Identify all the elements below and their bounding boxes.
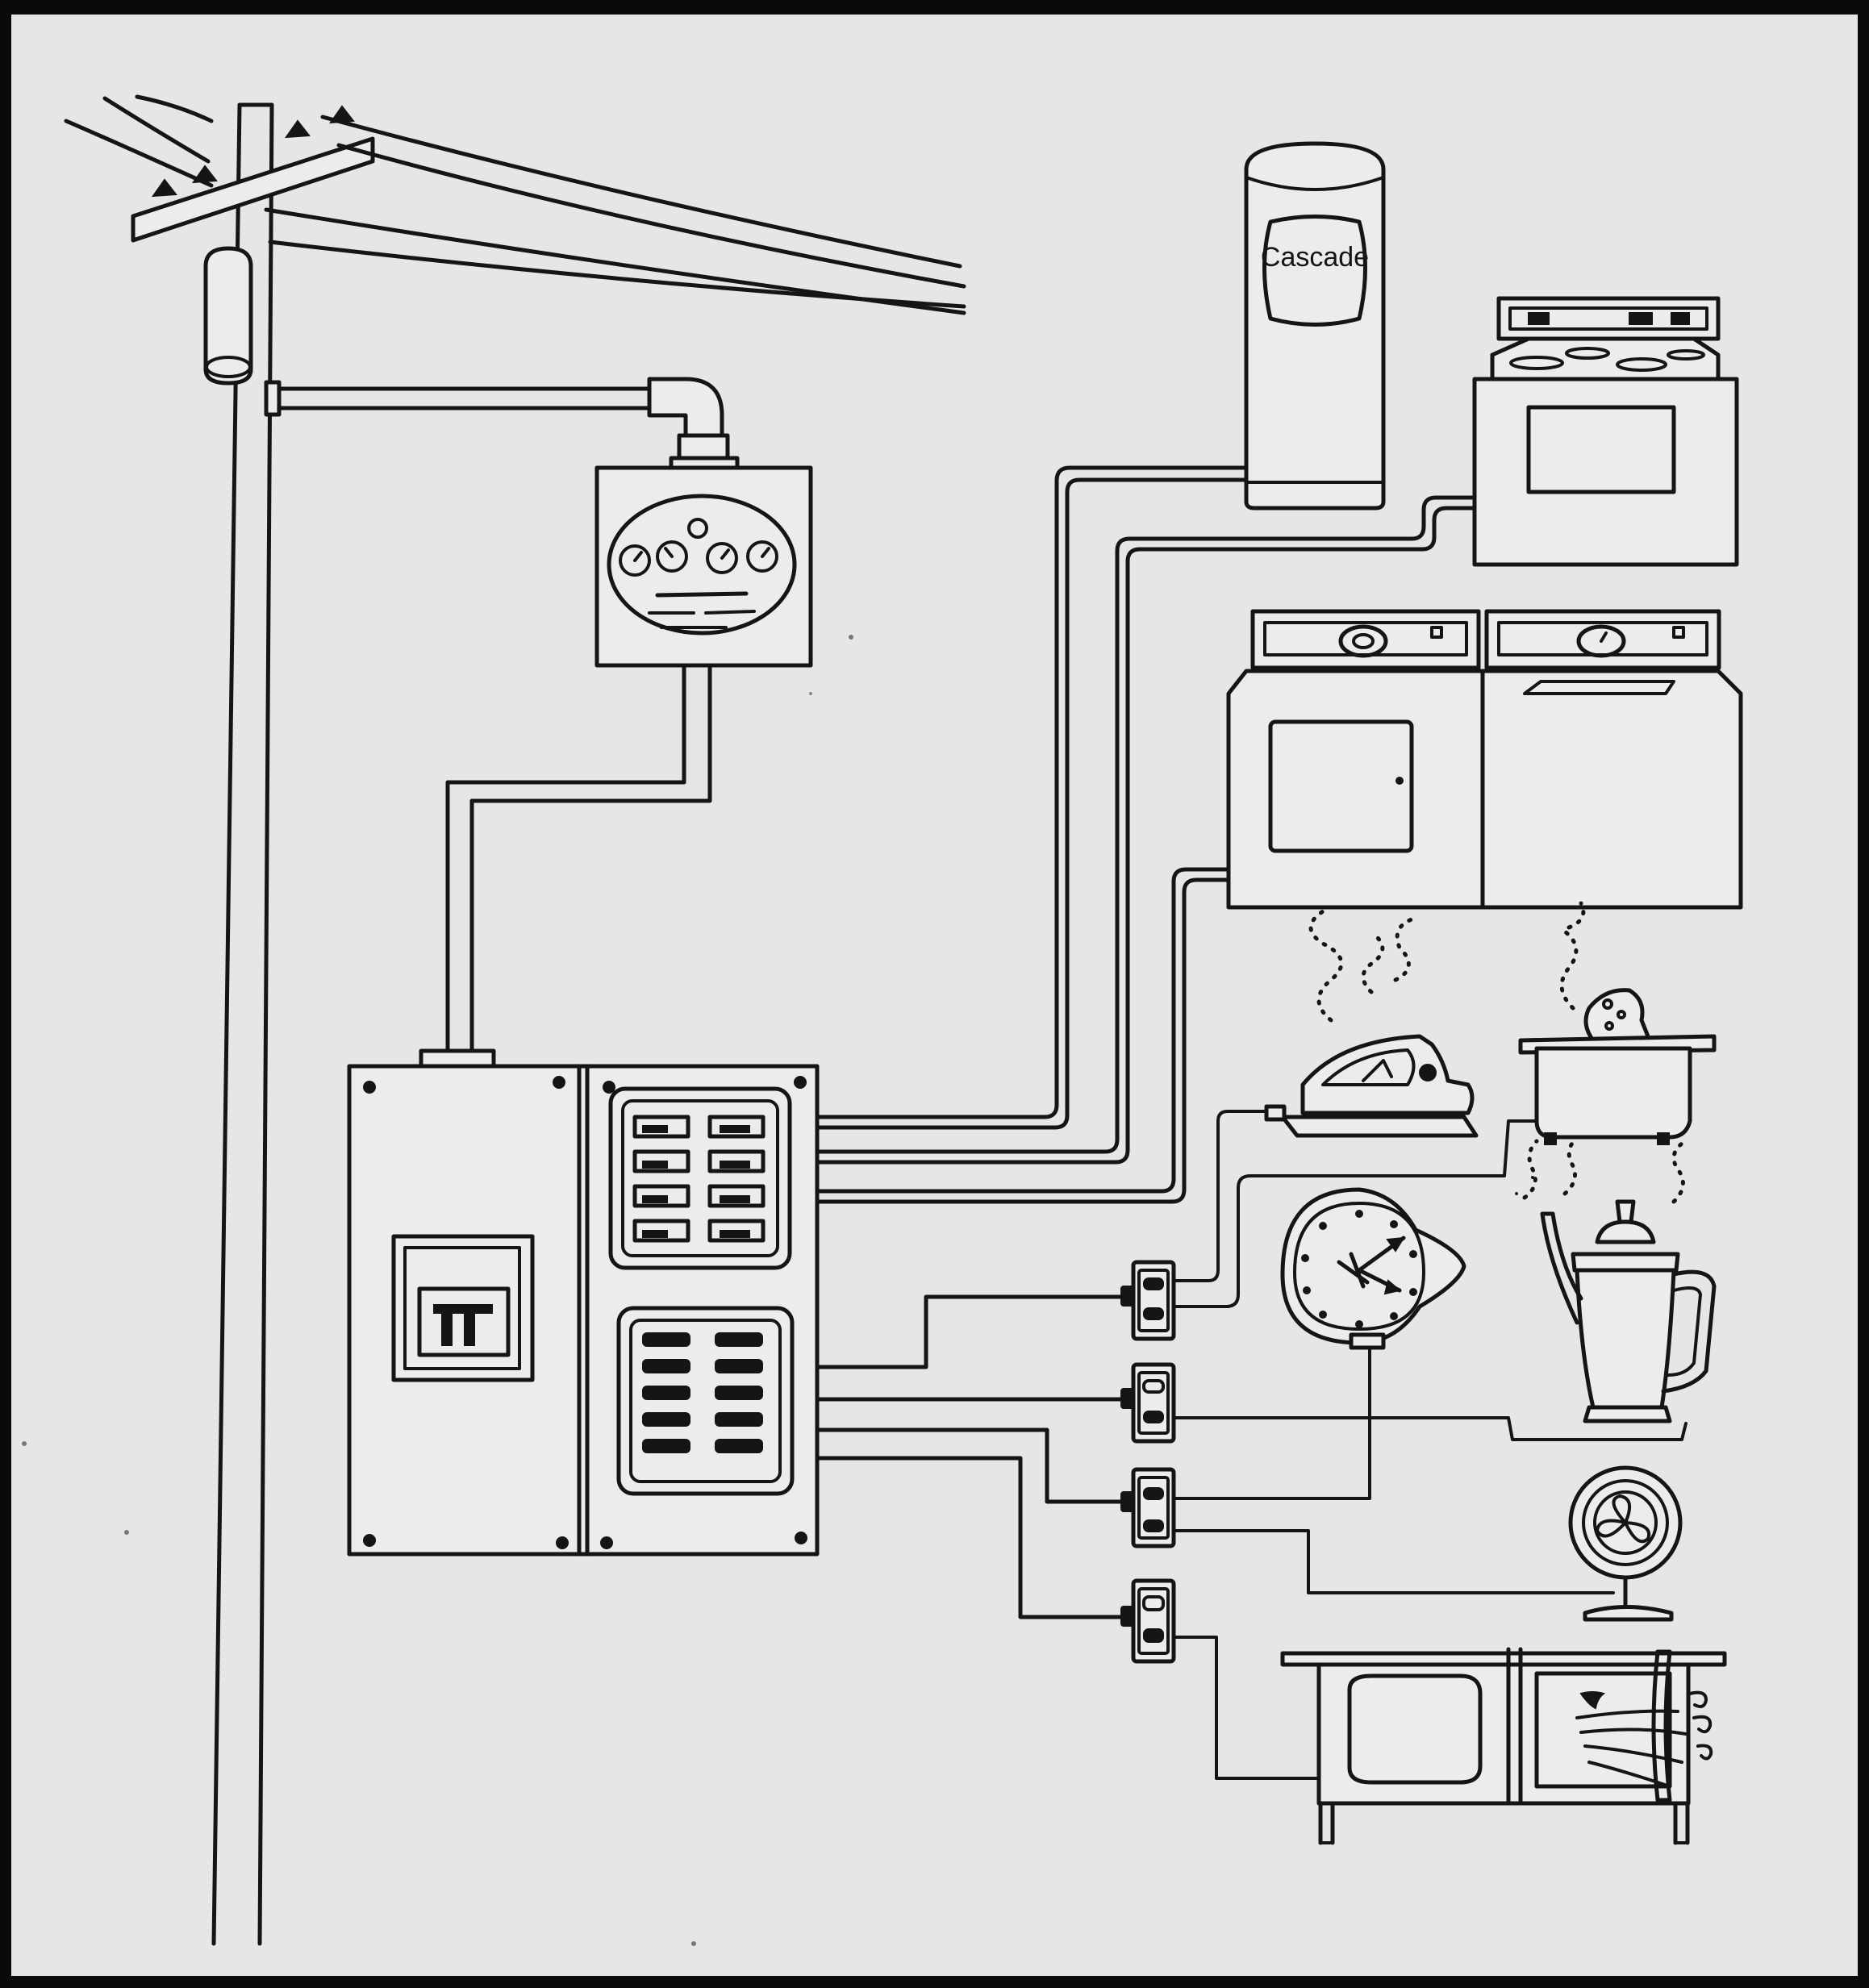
transformer — [206, 248, 251, 383]
outlet-2-icon — [1121, 1365, 1174, 1441]
sound-wave-icon — [1694, 1717, 1710, 1732]
dryer-body — [1229, 671, 1483, 907]
sound-wave-icon — [1698, 1745, 1711, 1758]
outlet-4-icon — [1121, 1581, 1174, 1661]
percolator-knob — [1617, 1202, 1633, 1222]
utility-pole — [133, 105, 655, 1944]
fan-base — [1585, 1607, 1671, 1620]
wall-clock — [1283, 1190, 1464, 1348]
television-console — [1283, 1649, 1725, 1843]
percolator-body — [1577, 1270, 1674, 1407]
coffee-percolator — [1516, 1137, 1714, 1421]
percolator-lid — [1597, 1222, 1654, 1242]
washer-dryer — [1229, 611, 1741, 907]
water-heater: Cascade — [1246, 144, 1383, 508]
water-heater-label: Cascade — [1261, 242, 1369, 273]
iron-soleplate — [1283, 1117, 1476, 1136]
wall-outlets — [1121, 1262, 1174, 1661]
outlet-3-icon — [1121, 1469, 1174, 1546]
electric-meter — [448, 379, 811, 1063]
conduit-elbow — [649, 379, 722, 436]
toaster — [1521, 903, 1714, 1144]
breaker-panel — [349, 1051, 817, 1554]
electric-iron — [1266, 911, 1476, 1136]
electric-range — [1475, 298, 1737, 565]
electric-fan — [1571, 1468, 1680, 1619]
sound-wave-icon — [1690, 1693, 1706, 1707]
insulator-icon — [153, 180, 176, 196]
insulator-icon — [286, 121, 309, 137]
dryer-console — [1253, 611, 1479, 668]
outlet-1-icon — [1121, 1262, 1174, 1339]
toaster-body — [1537, 1048, 1690, 1137]
meter-dial-face — [609, 496, 795, 633]
washer-body — [1483, 671, 1741, 907]
